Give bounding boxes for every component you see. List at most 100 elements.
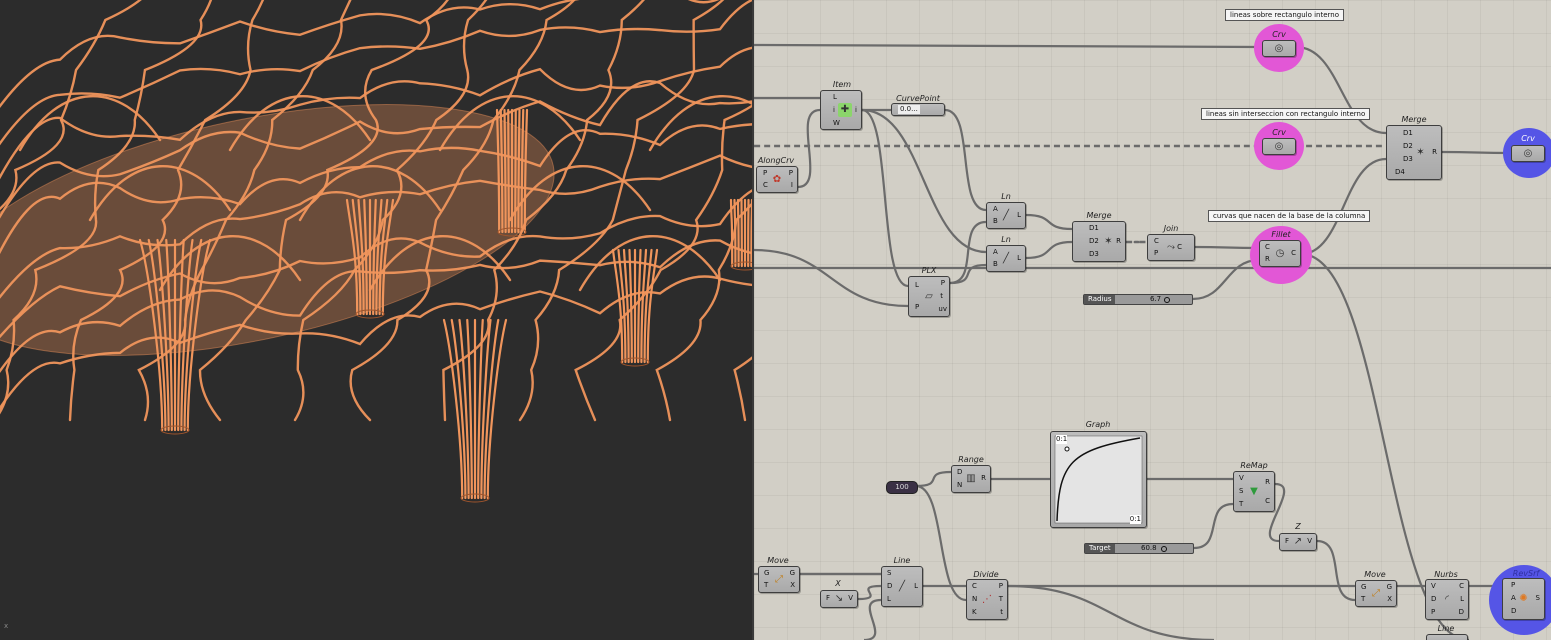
range-title: Range <box>958 455 984 464</box>
nurbs-component[interactable]: V D P C L D ◜ <box>1425 579 1469 620</box>
column-strand <box>483 318 500 500</box>
slider-knob[interactable] <box>1161 546 1167 552</box>
axis-label: x <box>4 622 9 630</box>
columns-group <box>138 108 752 503</box>
ln2-component[interactable]: A B L ╱ <box>986 245 1026 272</box>
alongcrv-component[interactable]: P C P I ✿ <box>756 166 798 193</box>
wire-fillet-merge2 <box>1300 157 1387 256</box>
curve-param-icon: ◎ <box>1274 140 1284 152</box>
column-strand <box>363 198 368 316</box>
canopy-curve <box>518 0 725 422</box>
column-strand <box>646 248 659 364</box>
revsrf-component[interactable]: P A D S ✺ <box>1502 578 1545 620</box>
radius-slider[interactable]: Radius 6.7 <box>1083 294 1193 305</box>
column-strand <box>177 238 185 432</box>
merge-icon: ✶ <box>1104 235 1113 247</box>
column-strand <box>147 238 167 432</box>
canopy-curve <box>0 0 752 146</box>
pane-divider[interactable] <box>752 0 754 640</box>
move1-component[interactable]: G T G X ⤢ <box>758 566 800 593</box>
crv2-param[interactable]: ◎ <box>1262 138 1296 155</box>
crv3-param[interactable]: ◎ <box>1511 145 1545 162</box>
canopy-curve <box>68 0 265 422</box>
column-base <box>460 493 490 503</box>
grasshopper-canvas[interactable]: lineas sobre rectangulo interno lineas s… <box>754 0 1551 640</box>
wire-remap-z <box>1268 482 1286 543</box>
translucent-plane <box>0 104 555 356</box>
line-icon: ╱ <box>1002 252 1010 264</box>
column-strand <box>499 108 504 234</box>
merge2-title: Merge <box>1401 115 1427 124</box>
column-strand <box>186 238 212 432</box>
graph-mapper[interactable]: 0:1 0:1 <box>1050 431 1147 528</box>
crv2-title: Crv <box>1272 128 1286 137</box>
target-slider[interactable]: Target 60.8 <box>1084 543 1194 554</box>
crv3-title: Crv <box>1521 134 1535 143</box>
wire-merge2-crv3 <box>1441 150 1512 155</box>
plx-component[interactable]: L P P t uv ▱ <box>908 276 950 317</box>
column-strand <box>750 198 752 268</box>
wire-item-plx <box>861 108 909 288</box>
curve-param-icon: ◎ <box>1274 42 1284 54</box>
slider-knob[interactable] <box>1164 297 1170 303</box>
number-input[interactable]: 100 <box>886 481 918 494</box>
column-strand <box>458 318 470 500</box>
line-sdl-component[interactable]: S D L L ╱ <box>881 566 923 607</box>
crv1-param[interactable]: ◎ <box>1262 40 1296 57</box>
column-base <box>620 357 650 367</box>
column-strand <box>503 108 507 234</box>
canopy-curve <box>442 0 645 422</box>
curvepoint-title: CurvePoint <box>896 94 940 103</box>
list-item-icon: ✚ <box>838 103 852 117</box>
canopy-curve <box>349 0 576 422</box>
canopy-curve <box>88 165 232 222</box>
rhino-viewport[interactable]: x <box>0 0 752 640</box>
join-component[interactable]: C P C ⤳ <box>1147 234 1195 261</box>
line2-component[interactable] <box>1426 634 1468 640</box>
column-strand <box>138 238 164 432</box>
wire-along-to-item <box>797 108 821 189</box>
wire-x-line <box>857 584 882 601</box>
range-component[interactable]: D N R ▥ <box>951 465 991 493</box>
ln1-component[interactable]: A B L ╱ <box>986 202 1026 229</box>
canopy-curve <box>158 235 302 292</box>
canopy-curve <box>18 95 162 152</box>
line-icon: ╱ <box>898 580 906 592</box>
item-component[interactable]: L i W i ✚ <box>820 90 862 130</box>
wire-join-fillet <box>1194 245 1260 250</box>
wire-num-range <box>915 470 952 488</box>
fillet-component[interactable]: C R C ◷ <box>1259 240 1301 267</box>
canopy-network <box>0 0 752 422</box>
remap-component[interactable]: V S T R C ▼ <box>1233 471 1275 512</box>
join-title: Join <box>1163 224 1179 233</box>
along-curve-icon: ✿ <box>772 173 782 185</box>
divide-icon: ⋰ <box>982 593 992 605</box>
canopy-curve <box>368 235 512 292</box>
column-strand <box>643 248 653 364</box>
canopy-curve <box>0 189 752 339</box>
column-base <box>160 425 190 435</box>
merge1-component[interactable]: D1 D2 D3 R ✶ <box>1072 221 1126 262</box>
nurbs-title: Nurbs <box>1434 570 1458 579</box>
unit-z-component[interactable]: F V ↗ <box>1279 533 1317 551</box>
range-icon: ▥ <box>966 473 976 484</box>
column-strand <box>611 248 624 364</box>
column-strand <box>378 198 389 316</box>
canopy-curve <box>508 165 652 222</box>
srf-title: RevSrf <box>1512 569 1540 578</box>
unit-x-component[interactable]: F V ↘ <box>820 590 858 608</box>
canopy-curve <box>0 0 720 109</box>
column-strand <box>345 198 359 316</box>
divide-component[interactable]: C N K P T t ⋰ <box>966 579 1008 620</box>
alongcrv-title: AlongCrv <box>757 156 795 165</box>
line-icon: ╱ <box>1002 209 1010 221</box>
curve-param-icon: ◎ <box>1523 147 1533 159</box>
curvepoint-slider[interactable]: 0.0... <box>891 103 945 116</box>
move2-component[interactable]: G T G X ⤢ <box>1355 580 1397 607</box>
column-strand <box>628 248 633 364</box>
canopy-curve <box>0 46 752 180</box>
merge2-component[interactable]: D1 D2 D3 D4 R ✶ <box>1386 125 1442 180</box>
wire-divide-down <box>1007 584 1215 640</box>
column-strand <box>514 108 517 234</box>
x-title: X <box>835 579 841 588</box>
